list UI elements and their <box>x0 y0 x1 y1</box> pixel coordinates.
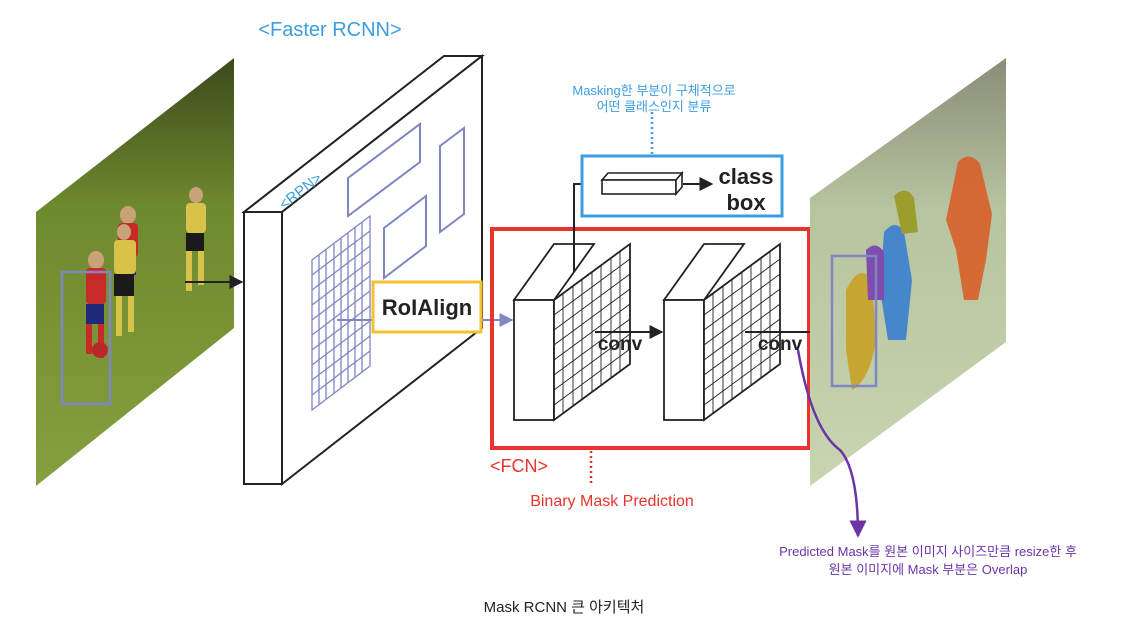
feature-map-1 <box>512 242 631 422</box>
feature-map-2 <box>662 242 781 422</box>
box-label: box <box>726 190 766 215</box>
conv-label-2: conv <box>758 334 803 355</box>
roialign-label: RoIAlign <box>382 295 472 320</box>
class-label: class <box>718 164 773 189</box>
predicted-note-line2: 원본 이미지에 Mask 부분은 Overlap <box>829 562 1028 577</box>
masking-note-line1: Masking한 부분이 구체적으로 <box>572 83 735 98</box>
predicted-note-line1: Predicted Mask를 원본 이미지 사이즈만큼 resize한 후 <box>779 544 1077 559</box>
fcn-label: <FCN> <box>490 456 548 476</box>
conv-label-1: conv <box>598 334 643 355</box>
roi-grid <box>311 214 371 412</box>
input-image <box>36 58 234 486</box>
detection-box <box>60 270 112 406</box>
mask-overlays <box>846 156 992 390</box>
resize-arrow <box>796 349 867 538</box>
fc-layer <box>600 170 684 197</box>
masking-note-line2: 어떤 클래스인지 분류 <box>597 99 712 114</box>
faster-rcnn-label: <Faster RCNN> <box>258 19 401 41</box>
binary-mask-label: Binary Mask Prediction <box>530 493 694 510</box>
output-image <box>810 58 1006 486</box>
figure-caption: Mask RCNN 큰 아키텍처 <box>484 599 645 616</box>
roialign-box <box>371 280 483 334</box>
fcn-box <box>490 227 811 450</box>
faster-rcnn-block <box>241 53 485 487</box>
player-figures <box>86 187 206 358</box>
output-detection-box <box>830 254 878 388</box>
